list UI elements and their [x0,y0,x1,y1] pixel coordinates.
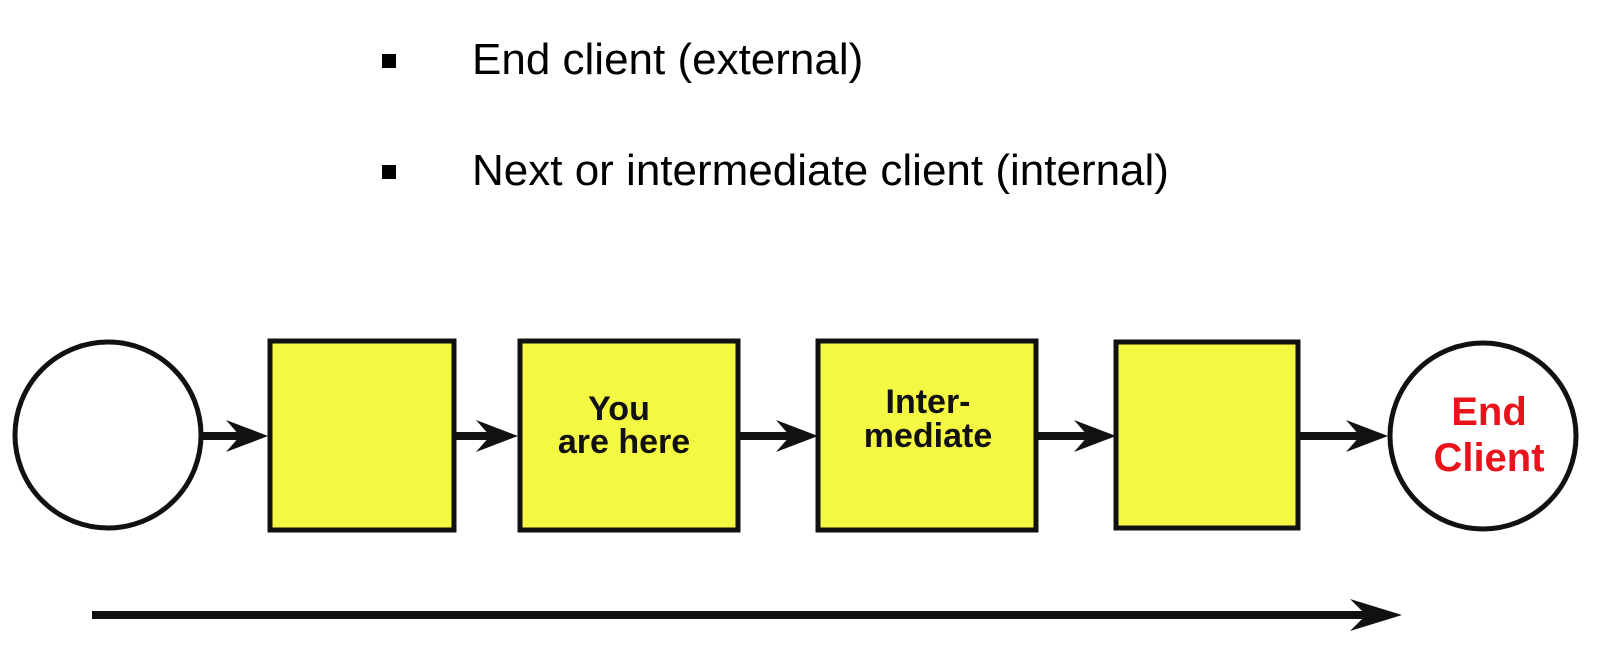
bullet-text: Next or intermediate client (internal) [472,146,1169,195]
process-box-you-are-here [517,338,741,533]
process-box-1 [267,338,457,533]
start-node-circle [12,339,204,531]
connectors [198,420,1388,452]
process-box-4 [1113,339,1301,531]
end-client-label-line-2: Client [1433,436,1544,480]
direction-arrowhead [1350,599,1402,631]
arrowhead-2 [476,420,518,452]
direction-arrow [92,599,1402,631]
arrowhead-4 [1074,420,1116,452]
arrowhead-1 [226,420,268,452]
intermediate-label-line-2: mediate [864,417,993,455]
bullet-text: End client (external) [472,35,864,84]
arrowhead-3 [776,420,818,452]
nodes: You are here Inter- mediate End Client [12,338,1579,533]
bullet-square-icon [382,165,396,179]
intermediate-label-line-1: Inter- [886,383,971,421]
bullet-square-icon [382,54,396,68]
end-client-circle [1387,340,1579,532]
process-box-intermediate [815,338,1039,533]
you-are-here-label-line-2: are here [558,423,690,461]
end-client-label-line-1: End [1451,390,1527,434]
you-are-here-label-line-1: You [588,390,650,428]
arrowhead-5 [1346,420,1388,452]
